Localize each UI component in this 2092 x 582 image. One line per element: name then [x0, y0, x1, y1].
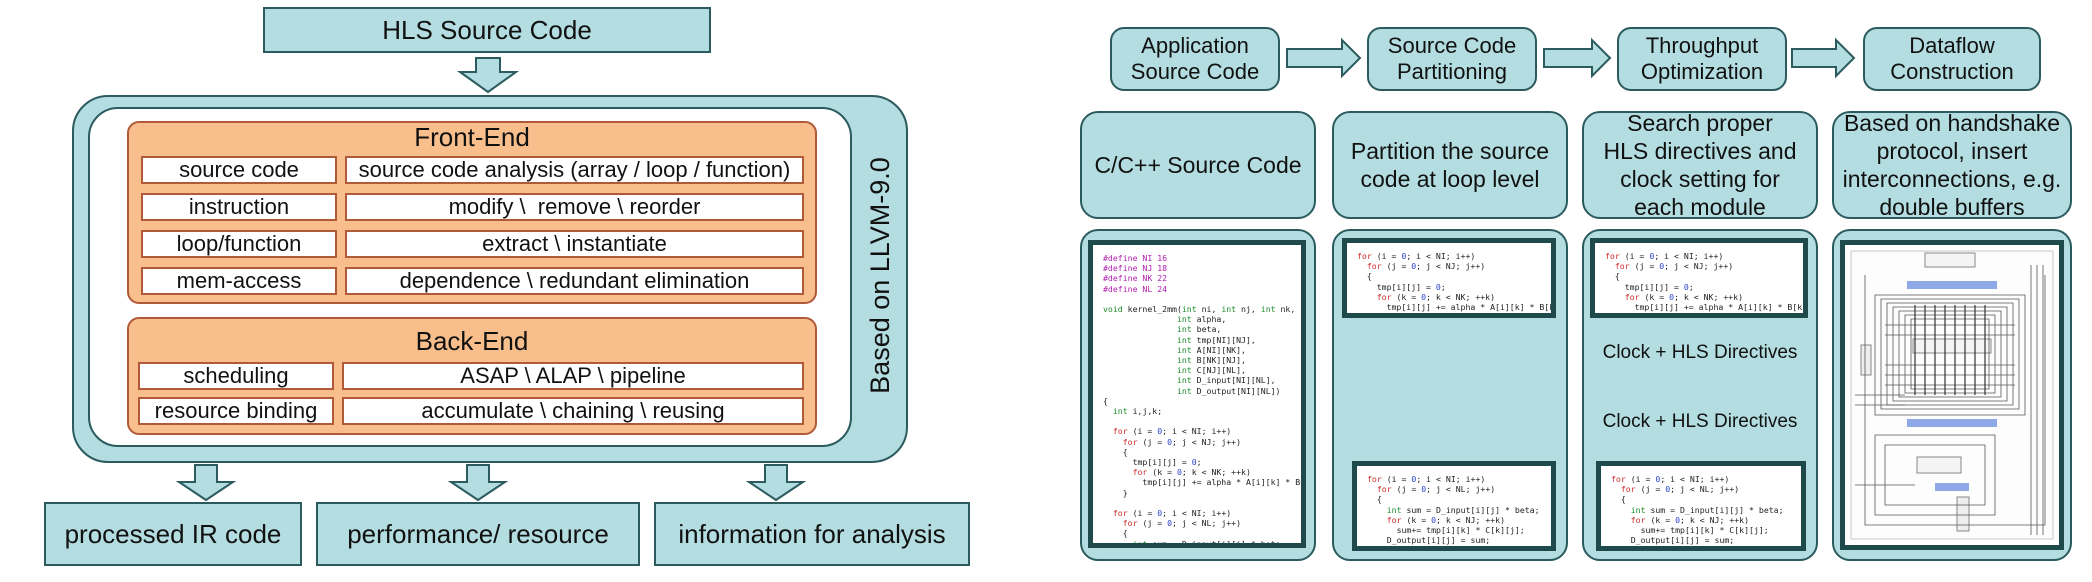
output-processed-ir: processed IR code: [44, 502, 302, 566]
backend-row-2-left: resource binding: [138, 397, 334, 425]
down-arrow-output-3: [745, 464, 807, 502]
code-snippet-loop-1: for (i = 0; i < NI; i++) for (j = 0; j <…: [1342, 238, 1556, 318]
backend-row-1-left: scheduling: [138, 362, 334, 390]
backend-title: Back-End: [415, 325, 529, 356]
frontend-row-1-left: source code: [141, 156, 337, 184]
backend-row-2-right: accumulate \ chaining \ reusing: [342, 397, 804, 425]
stage-1-title: Application Source Code: [1110, 27, 1280, 91]
code-snippet-opt-1: for (i = 0; i < NI; i++) for (j = 0; j <…: [1590, 238, 1808, 318]
stage-2-title: Source Code Partitioning: [1367, 27, 1537, 91]
down-arrow-source: [456, 57, 520, 94]
frontend-row-3-left: loop/function: [141, 230, 337, 258]
code-snippet-opt-2: for (i = 0; i < NI; i++) for (j = 0; j <…: [1596, 461, 1806, 551]
frontend-row-3-right: extract \ instantiate: [345, 230, 804, 258]
frontend-row-4-left: mem-access: [141, 267, 337, 295]
frontend-row-4-right: dependence \ redundant elimination: [345, 267, 804, 295]
stage-4-desc: Based on handshake protocol, insert inte…: [1832, 110, 2072, 220]
dataflow-schematic: [1840, 240, 2064, 550]
stage-arrow-1: [1286, 37, 1362, 79]
stage-3-title: Throughput Optimization: [1617, 27, 1787, 91]
frontend-row-1-right: source code analysis (array / loop / fun…: [345, 156, 804, 184]
stage-4-title: Dataflow Construction: [1863, 27, 2041, 91]
down-arrow-output-1: [175, 464, 237, 502]
code-snippet-loop-2: for (i = 0; i < NI; i++) for (j = 0; j <…: [1352, 461, 1556, 551]
down-arrow-output-2: [447, 464, 509, 502]
hls-source-box: HLS Source Code: [263, 7, 711, 53]
dataflow-schematic-drawing: [1850, 250, 2054, 540]
stage-3-desc: Search proper HLS directives and clock s…: [1582, 110, 1818, 220]
stage-arrow-3: [1791, 37, 1856, 79]
output-information: information for analysis: [654, 502, 970, 566]
clock-label-1: Clock + HLS Directives: [1602, 342, 1798, 363]
frontend-row-2-left: instruction: [141, 193, 337, 221]
backend-row-1-right: ASAP \ ALAP \ pipeline: [342, 362, 804, 390]
output-performance: performance/ resource: [316, 502, 640, 566]
frontend-title: Front-End: [414, 121, 530, 152]
stage-arrow-2: [1543, 37, 1612, 79]
stage-1-desc: C/C++ Source Code: [1080, 111, 1316, 219]
hls-source-label: HLS Source Code: [382, 14, 592, 45]
frontend-row-2-right: modify \ remove \ reorder: [345, 193, 804, 221]
stage-2-desc: Partition the source code at loop level: [1332, 111, 1568, 219]
clock-label-2: Clock + HLS Directives: [1602, 411, 1798, 432]
code-snippet-full: #define NI 16 #define NJ 18 #define NK 2…: [1088, 240, 1306, 548]
